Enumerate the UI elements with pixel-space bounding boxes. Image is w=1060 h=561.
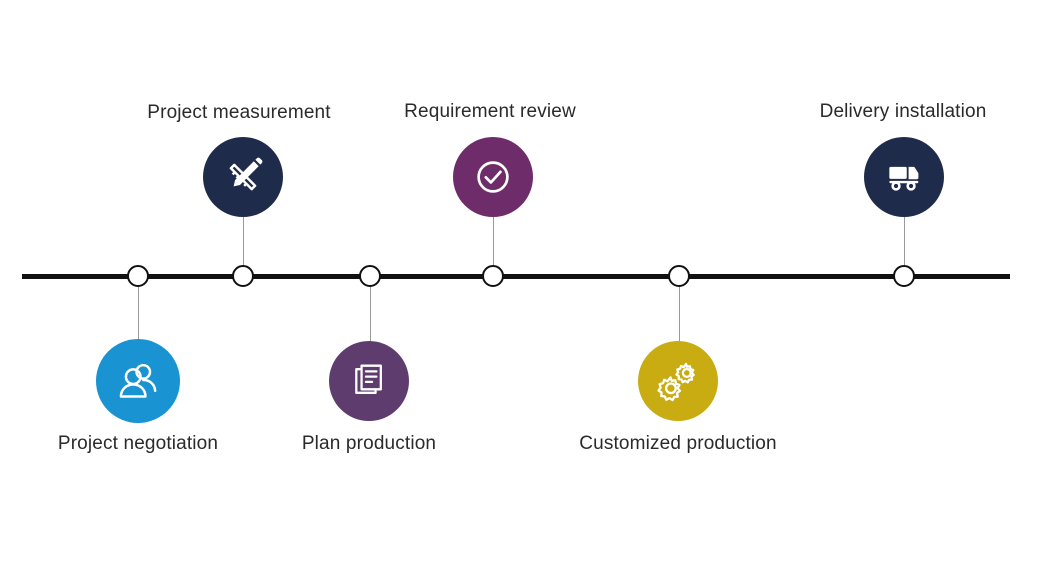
timeline-node-5[interactable] (668, 265, 690, 287)
connector-stem-6 (904, 217, 905, 269)
connector-stem-3 (370, 286, 371, 343)
step-icon-bubble-1[interactable] (96, 339, 180, 423)
document-stack-icon (348, 360, 390, 402)
step-icon-bubble-6[interactable] (864, 137, 944, 217)
connector-stem-5 (679, 286, 680, 343)
connector-stem-2 (243, 217, 244, 269)
gears-icon (655, 358, 701, 404)
step-caption-6: Delivery installation (819, 101, 987, 122)
step-caption-5: Customized production (579, 433, 777, 454)
step-icon-bubble-3[interactable] (329, 341, 409, 421)
step-caption-1: Project negotiation (57, 433, 219, 454)
timeline-axis (22, 274, 1010, 279)
check-circle-icon (470, 154, 516, 200)
people-group-icon (115, 358, 161, 404)
step-caption-3: Plan production (301, 433, 437, 454)
step-icon-bubble-2[interactable] (203, 137, 283, 217)
step-caption-2: Project measurement (147, 102, 331, 123)
connector-stem-4 (493, 217, 494, 269)
connector-stem-1 (138, 286, 139, 341)
pencil-ruler-icon (220, 154, 266, 200)
delivery-truck-icon (882, 155, 926, 199)
step-icon-bubble-5[interactable] (638, 341, 718, 421)
timeline-node-6[interactable] (893, 265, 915, 287)
step-caption-4: Requirement review (404, 101, 576, 122)
timeline-node-4[interactable] (482, 265, 504, 287)
timeline-node-2[interactable] (232, 265, 254, 287)
timeline-node-3[interactable] (359, 265, 381, 287)
timeline-node-1[interactable] (127, 265, 149, 287)
step-icon-bubble-4[interactable] (453, 137, 533, 217)
